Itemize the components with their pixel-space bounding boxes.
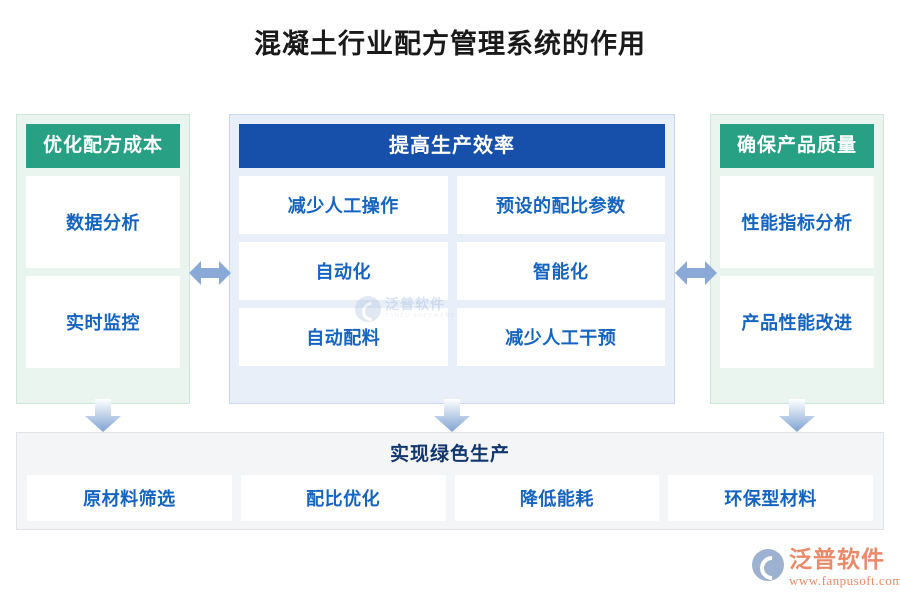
logo-text: 泛普软件 www.fanpusoft.com (789, 548, 900, 587)
list-item[interactable]: 配比优化 (240, 475, 446, 521)
list-item[interactable]: 原材料筛选 (27, 475, 232, 521)
list-item[interactable]: 降低能耗 (454, 475, 660, 521)
left-panel-item-list: 数据分析 实时监控 (26, 176, 180, 368)
logo-swirl-icon (752, 549, 784, 581)
double-arrow-right-icon (675, 256, 717, 290)
right-panel-item-list: 性能指标分析 产品性能改进 (720, 176, 874, 368)
list-item[interactable]: 减少人工干预 (456, 308, 665, 366)
list-item[interactable]: 自动配料 (239, 308, 448, 366)
down-arrow-right-icon (779, 399, 815, 432)
panel-header-improve-efficiency: 提高生产效率 (239, 124, 665, 168)
logo-company-name: 泛普软件 (789, 547, 885, 572)
panel-improve-efficiency: 提高生产效率 减少人工操作 预设的配比参数 自动化 智能化 自动配料 减少人工干… (229, 114, 675, 404)
footer-logo: 泛普软件 www.fanpusoft.com (752, 548, 900, 592)
panel-optimize-cost: 优化配方成本 数据分析 实时监控 (16, 114, 190, 404)
list-item[interactable]: 数据分析 (26, 176, 180, 268)
panel-header-ensure-quality: 确保产品质量 (720, 124, 874, 168)
panel-header-green-production: 实现绿色生产 (389, 444, 510, 465)
double-arrow-left-icon (189, 256, 231, 290)
list-item[interactable]: 减少人工操作 (239, 176, 448, 234)
logo-website-url: www.fanpusoft.com (789, 573, 900, 588)
panel-green-production: 实现绿色生产 原材料筛选 配比优化 降低能耗 环保型材料 (16, 432, 884, 530)
down-arrow-left-icon (85, 399, 121, 432)
bottom-panel-item-grid: 原材料筛选 配比优化 降低能耗 环保型材料 (27, 475, 873, 521)
list-item[interactable]: 预设的配比参数 (456, 176, 665, 234)
page-title: 混凝土行业配方管理系统的作用 (254, 29, 646, 59)
list-item[interactable]: 环保型材料 (668, 475, 873, 521)
center-panel-item-grid: 减少人工操作 预设的配比参数 自动化 智能化 自动配料 减少人工干预 (239, 176, 665, 366)
down-arrow-center-icon (434, 399, 470, 432)
list-item[interactable]: 性能指标分析 (720, 176, 874, 268)
list-item[interactable]: 产品性能改进 (720, 276, 874, 368)
list-item[interactable]: 自动化 (239, 242, 448, 300)
list-item[interactable]: 实时监控 (26, 276, 180, 368)
panel-header-optimize-cost: 优化配方成本 (26, 124, 180, 168)
list-item[interactable]: 智能化 (456, 242, 665, 300)
panel-ensure-quality: 确保产品质量 性能指标分析 产品性能改进 (710, 114, 884, 404)
